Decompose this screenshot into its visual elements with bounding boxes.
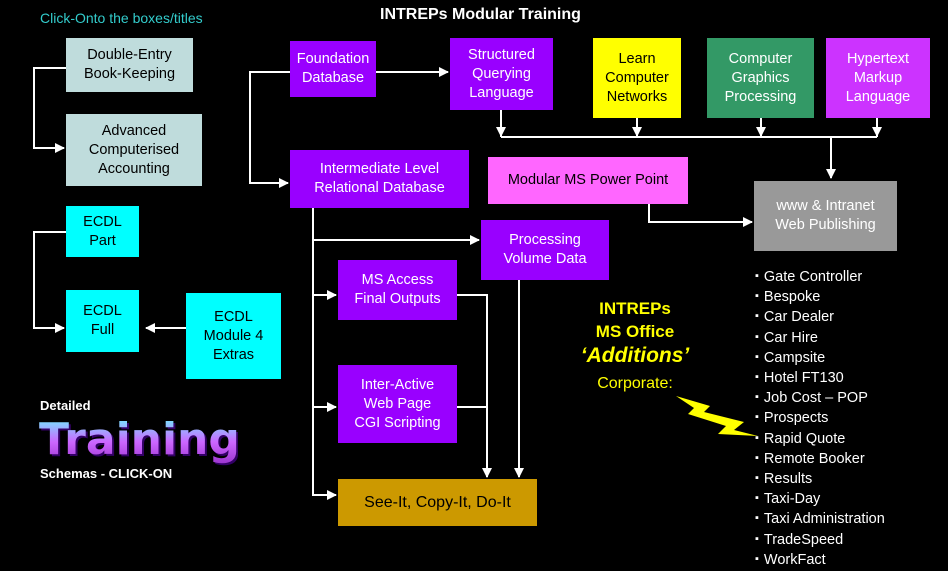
list-item[interactable]: Bespoke [755, 288, 885, 308]
list-item[interactable]: Taxi-Day [755, 490, 885, 510]
training-word-shadow: Training [41, 416, 238, 467]
see-it-copy-it-box[interactable]: See-It, Copy-It, Do-It [338, 479, 537, 526]
html-box[interactable]: Hypertext Markup Language [826, 38, 930, 118]
foundation-database-box[interactable]: Foundation Database [290, 41, 376, 97]
sql-box[interactable]: Structured Querying Language [450, 38, 553, 110]
click-hint: Click-Onto the boxes/titles [40, 10, 203, 26]
page-title: INTREPs Modular Training [380, 6, 581, 23]
volume-data-box[interactable]: Processing Volume Data [481, 220, 609, 280]
training-word: Training [39, 414, 238, 465]
schemas-label: Schemas - CLICK-ON [40, 466, 173, 481]
detailed-label: Detailed [40, 398, 91, 413]
training-logo: Training Training [39, 414, 238, 467]
computer-networks-box[interactable]: Learn Computer Networks [593, 38, 681, 118]
web-cgi-box[interactable]: Inter-Active Web Page CGI Scripting [338, 365, 457, 443]
additions-title-2[interactable]: MS Office [595, 322, 675, 341]
list-item[interactable]: Campsite [755, 349, 885, 369]
ecdl-full-box[interactable]: ECDL Full [66, 290, 139, 352]
double-entry-bookkeeping-box[interactable]: Double-Entry Book-Keeping [66, 38, 193, 92]
training-schemas-link[interactable]: Detailed Training Training Schemas - CLI… [38, 396, 238, 486]
ecdl-part-box[interactable]: ECDL Part [66, 206, 139, 257]
web-publishing-box[interactable]: www & Intranet Web Publishing [754, 181, 897, 251]
additions-title-1[interactable]: INTREPs [599, 299, 671, 318]
intermediate-database-box[interactable]: Intermediate Level Relational Database [290, 150, 469, 208]
additions-title-4[interactable]: Corporate: [597, 375, 673, 392]
lightning-arrow-icon [676, 396, 758, 436]
list-item[interactable]: Car Hire [755, 329, 885, 349]
list-item[interactable]: Job Cost – POP [755, 389, 885, 409]
computer-graphics-box[interactable]: Computer Graphics Processing [707, 38, 814, 118]
list-item[interactable]: WorkFact [755, 551, 885, 571]
list-item[interactable]: Results [755, 470, 885, 490]
list-item[interactable]: TradeSpeed [755, 531, 885, 551]
list-item[interactable]: Taxi Administration [755, 510, 885, 530]
list-item[interactable]: Rapid Quote [755, 430, 885, 450]
additions-list: Gate Controller Bespoke Car Dealer Car H… [755, 268, 885, 571]
advanced-accounting-box[interactable]: Advanced Computerised Accounting [66, 114, 202, 186]
list-item[interactable]: Car Dealer [755, 308, 885, 328]
powerpoint-box[interactable]: Modular MS Power Point [488, 157, 688, 204]
list-item[interactable]: Remote Booker [755, 450, 885, 470]
list-item[interactable]: Gate Controller [755, 268, 885, 288]
list-item[interactable]: Prospects [755, 409, 885, 429]
list-item[interactable]: Hotel FT130 [755, 369, 885, 389]
additions-title-3[interactable]: ‘Additions’ [580, 344, 690, 367]
ecdl-module4-box[interactable]: ECDL Module 4 Extras [186, 293, 281, 379]
access-outputs-box[interactable]: MS Access Final Outputs [338, 260, 457, 320]
